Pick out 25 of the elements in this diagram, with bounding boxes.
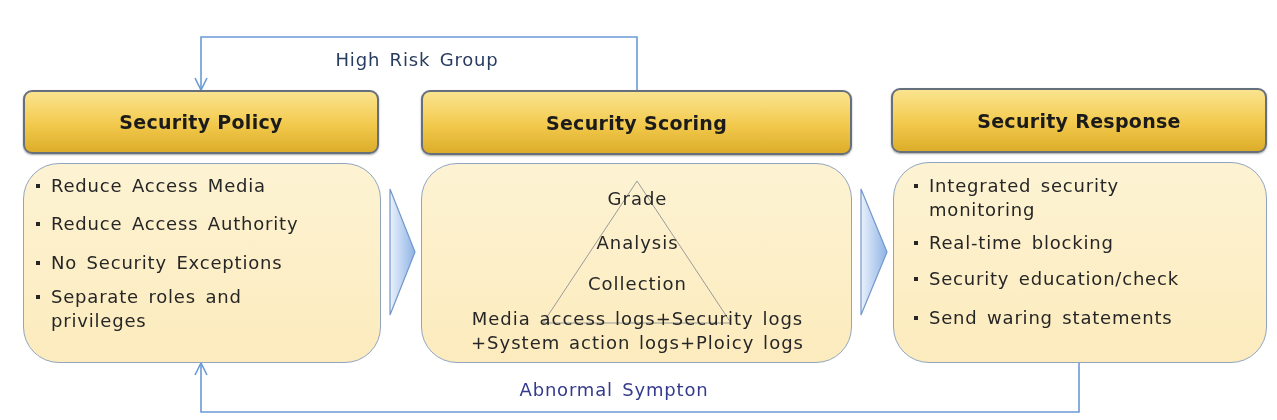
pyramid-label: Collection [588,272,687,296]
stage-title: Security Response [977,109,1181,132]
feedback-arrow [194,362,1080,413]
pyramid-label: Media access logs+Security logs +System action logs+Ploicy logs [470,307,805,355]
bullet-item: Reduce Access Authority [34,212,346,236]
stage-header [23,90,379,154]
chevron-arrow [389,188,416,316]
stage-header [421,90,852,155]
content-panel [23,163,381,363]
bullet-item: Separate roles and privileges [34,285,346,333]
bullet-item: No Security Exceptions [34,251,346,275]
stage-header [891,88,1267,153]
bullet-item: Send waring statements [912,306,1230,330]
bullet-item: Real-time blocking [912,231,1230,255]
stage-title: Security Policy [119,111,283,133]
feedback-arrow [194,36,638,91]
content-panel [893,162,1267,363]
bullet-item: Security education/check [912,267,1230,291]
chevron-arrow [860,188,888,316]
content-panel [421,163,852,363]
bullet-item: Reduce Access Media [34,174,346,198]
pyramid-label: Analysis [596,231,679,255]
stage-title: Security Scoring [545,111,728,134]
bullet-item: Integrated security monitoring [912,174,1230,222]
pyramid-label: Grade [607,187,668,211]
